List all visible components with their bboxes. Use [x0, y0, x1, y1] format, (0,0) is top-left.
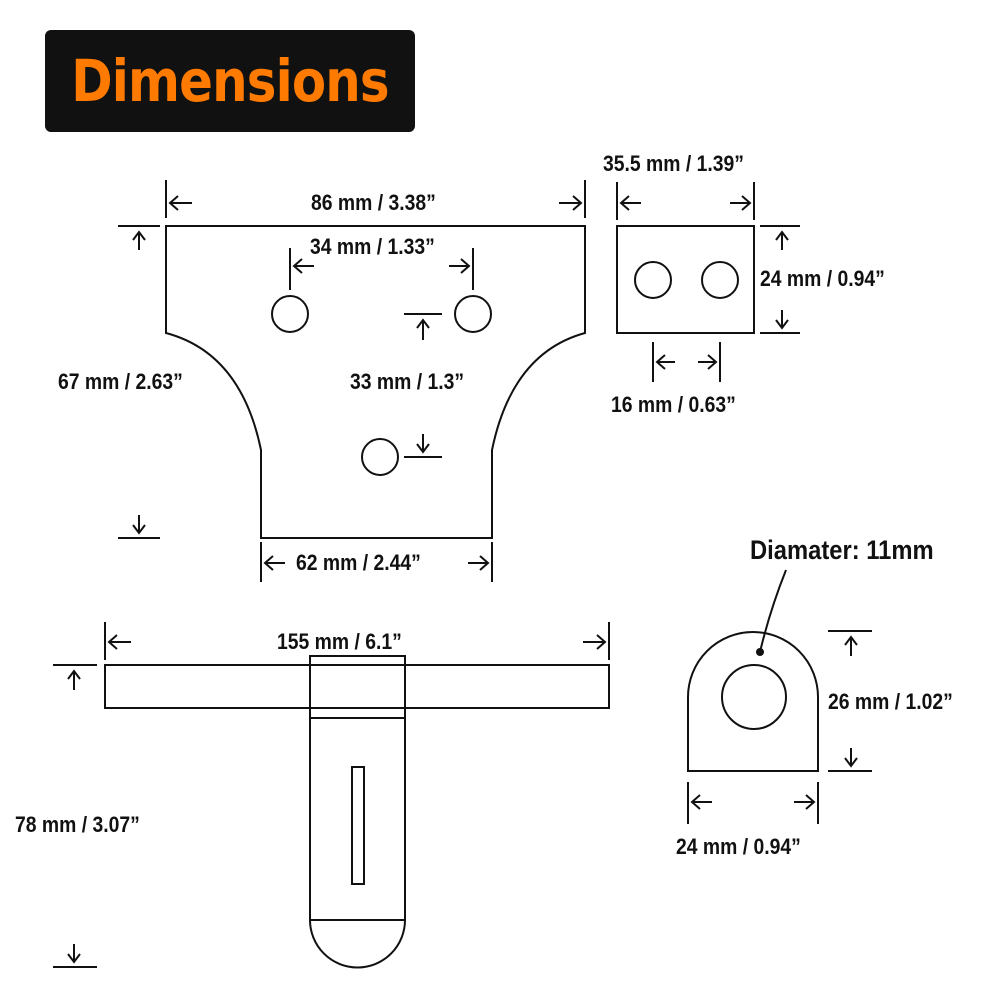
- diameter-leader-dot: [756, 648, 764, 656]
- t-plate-hole-spacing-dimension: [289, 248, 474, 290]
- hasp-height-label: 78 mm / 3.07”: [15, 812, 140, 837]
- t-plate-hole-left: [271, 295, 309, 333]
- t-plate-part: [165, 225, 586, 539]
- staple-outline: [687, 631, 819, 772]
- hasp-height-dimension: [53, 664, 97, 968]
- t-plate-hole-vertical-label: 33 mm / 1.3”: [350, 369, 465, 394]
- diameter-leader-line: [759, 569, 787, 653]
- t-plate-height-dimension: [118, 225, 160, 539]
- small-plate-width-label: 35.5 mm / 1.39”: [603, 151, 744, 176]
- title-badge: Dimensions: [45, 30, 415, 132]
- staple-hole: [721, 664, 787, 730]
- t-plate-hole-spacing-label: 34 mm / 1.33”: [310, 234, 435, 259]
- t-plate-outline: [165, 225, 586, 539]
- t-plate-top-width-dimension: [165, 180, 586, 218]
- staple-height-label: 26 mm / 1.02”: [828, 689, 953, 714]
- small-plate-outline: [616, 225, 755, 334]
- small-plate-hole-spacing-label: 16 mm / 0.63”: [611, 392, 736, 417]
- hasp-width-dimension: [104, 622, 610, 660]
- staple-height-dimension: [828, 630, 872, 772]
- t-plate-hole-vertical-dimension: [404, 313, 442, 458]
- title-text: Dimensions: [71, 47, 389, 115]
- t-plate-bottom-width-label: 62 mm / 2.44”: [296, 550, 421, 575]
- hasp-strap: [309, 655, 406, 969]
- hasp-bar: [104, 664, 610, 709]
- hasp-width-label: 155 mm / 6.1”: [277, 629, 402, 654]
- t-plate-height-label: 67 mm / 2.63”: [58, 369, 183, 394]
- small-plate-width-dimension: [616, 182, 755, 220]
- staple-part: [687, 569, 819, 772]
- hasp-slot: [351, 766, 365, 885]
- t-plate-bottom-width-dimension: [260, 542, 493, 582]
- hasp-part: [104, 655, 610, 969]
- small-plate-part: [616, 225, 755, 334]
- small-plate-hole-spacing-dimension: [652, 342, 721, 382]
- staple-width-label: 24 mm / 0.94”: [676, 834, 801, 859]
- small-plate-hole-left: [634, 261, 672, 299]
- small-plate-height-dimension: [760, 225, 800, 334]
- t-plate-hole-bottom: [361, 438, 399, 476]
- small-plate-height-label: 24 mm / 0.94”: [760, 266, 885, 291]
- t-plate-hole-right: [454, 295, 492, 333]
- staple-width-dimension: [687, 782, 819, 824]
- t-plate-top-width-label: 86 mm / 3.38”: [311, 190, 436, 215]
- staple-diameter-label: Diamater: 11mm: [750, 535, 934, 565]
- small-plate-hole-right: [701, 261, 739, 299]
